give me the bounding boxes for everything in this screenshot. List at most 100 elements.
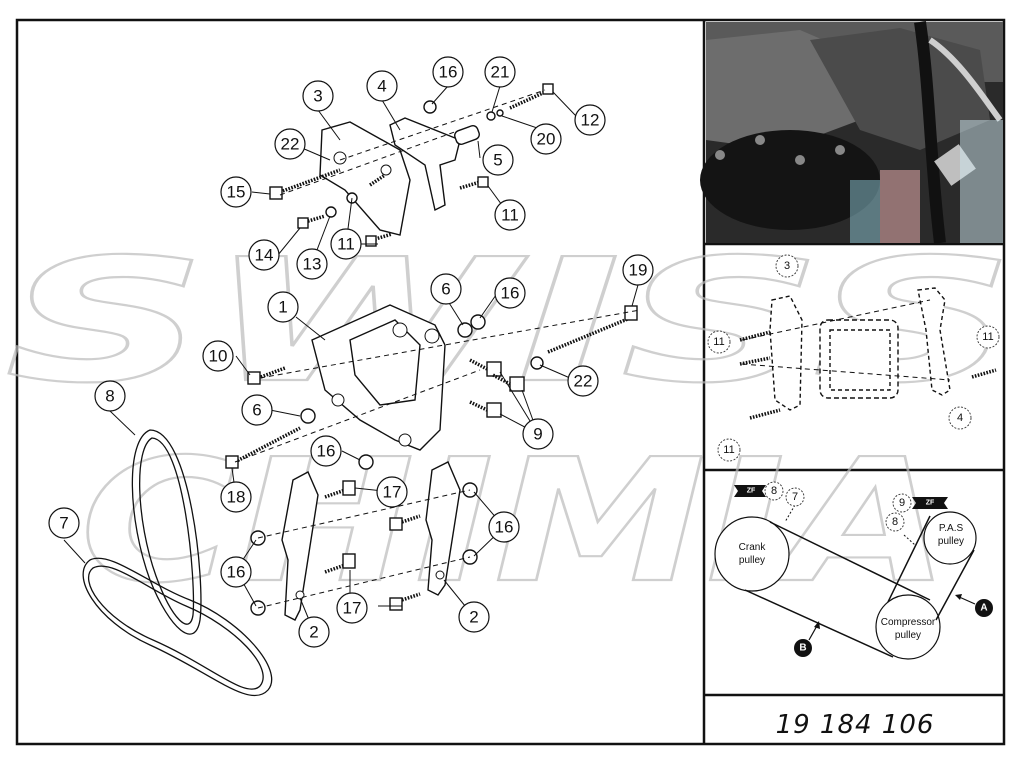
compressor-label-2: pulley bbox=[895, 630, 921, 641]
marker-b-text: B bbox=[799, 643, 806, 654]
callout-11-right-label: 11 bbox=[501, 206, 519, 225]
detail-callout-4-label: 4 bbox=[957, 412, 963, 424]
callout-16-mid[interactable]: 16 bbox=[494, 277, 526, 309]
callout-8-label: 8 bbox=[105, 387, 114, 406]
belt-callout-7-label: 7 bbox=[792, 491, 798, 503]
callout-18[interactable]: 18 bbox=[220, 481, 252, 513]
callout-3[interactable]: 3 bbox=[302, 80, 334, 112]
callout-6-bottom[interactable]: 6 bbox=[241, 394, 273, 426]
callout-6-top[interactable]: 6 bbox=[430, 273, 462, 305]
callout-22-mid-label: 22 bbox=[574, 372, 593, 391]
marker-a-text: A bbox=[980, 603, 987, 614]
crank-pulley bbox=[714, 516, 790, 592]
callout-8[interactable]: 8 bbox=[94, 380, 126, 412]
compressor-pulley bbox=[875, 594, 941, 660]
callout-5[interactable]: 5 bbox=[482, 144, 514, 176]
zf-tag-left bbox=[734, 485, 766, 497]
callout-7-label: 7 bbox=[59, 514, 68, 533]
pas-label-2: pulley bbox=[938, 536, 964, 547]
callout-17-bottom-label: 17 bbox=[343, 599, 362, 618]
pas-label-1: P.A.S bbox=[939, 523, 964, 534]
callout-12[interactable]: 12 bbox=[574, 104, 606, 136]
crank-label-1: Crank bbox=[739, 542, 767, 553]
callout-16-right[interactable]: 16 bbox=[488, 511, 520, 543]
callout-21[interactable]: 21 bbox=[484, 56, 516, 88]
belt-callout-8-right[interactable]: 8 bbox=[885, 512, 905, 532]
callout-12-label: 12 bbox=[581, 111, 600, 130]
callout-13[interactable]: 13 bbox=[296, 248, 328, 280]
detail-callout-11-b[interactable]: 11 bbox=[976, 325, 1000, 349]
callout-2-right[interactable]: 2 bbox=[458, 601, 490, 633]
detail-callout-3[interactable]: 3 bbox=[775, 254, 799, 278]
callout-6-top-label: 6 bbox=[441, 280, 450, 299]
callout-5-label: 5 bbox=[493, 151, 502, 170]
callout-16-top[interactable]: 16 bbox=[432, 56, 464, 88]
callout-14-label: 14 bbox=[255, 246, 274, 265]
callout-11-right[interactable]: 11 bbox=[494, 199, 526, 231]
marker-a bbox=[975, 599, 993, 617]
callout-1[interactable]: 1 bbox=[267, 291, 299, 323]
callout-11-left-label: 11 bbox=[337, 235, 355, 254]
callout-1-label: 1 bbox=[278, 298, 287, 317]
callout-22-mid[interactable]: 22 bbox=[567, 365, 599, 397]
callout-14[interactable]: 14 bbox=[248, 239, 280, 271]
belt-callout-9-label: 9 bbox=[899, 497, 905, 509]
callout-18-label: 18 bbox=[227, 488, 246, 507]
callout-19-label: 19 bbox=[629, 261, 648, 280]
callout-4[interactable]: 4 bbox=[366, 70, 398, 102]
callout-16-center-label: 16 bbox=[317, 442, 336, 461]
callout-10[interactable]: 10 bbox=[202, 340, 234, 372]
zf-tag-right-text: ZF bbox=[926, 500, 935, 507]
detail-callout-11-c[interactable]: 11 bbox=[717, 438, 741, 462]
callout-22-top[interactable]: 22 bbox=[274, 128, 306, 160]
detail-callout-11-a[interactable]: 11 bbox=[707, 330, 731, 354]
detail-callout-11-b-label: 11 bbox=[982, 331, 993, 343]
zf-tag-right bbox=[912, 497, 948, 509]
compressor-label-1: Compressor bbox=[881, 617, 936, 628]
detail-callout-4[interactable]: 4 bbox=[948, 406, 972, 430]
detail-callout-11-a-label: 11 bbox=[713, 336, 724, 348]
callout-9[interactable]: 9 bbox=[522, 418, 554, 450]
callout-20[interactable]: 20 bbox=[530, 123, 562, 155]
callout-7[interactable]: 7 bbox=[48, 507, 80, 539]
upper-bracket-assembly bbox=[269, 83, 554, 247]
callout-6-bottom-label: 6 bbox=[252, 401, 261, 420]
compressor-mount-detail bbox=[739, 287, 997, 420]
belt-callout-8-left-label: 8 bbox=[771, 485, 777, 497]
zf-tag-left-text: ZF bbox=[747, 488, 756, 495]
lower-bracket-assembly bbox=[250, 454, 478, 621]
detail-callout-3-label: 3 bbox=[784, 260, 790, 272]
detail-callout-11-c-label: 11 bbox=[723, 444, 734, 456]
main-bracket-assembly bbox=[225, 304, 641, 469]
callout-16-mid-label: 16 bbox=[501, 284, 520, 303]
belt-callout-7[interactable]: 7 bbox=[785, 487, 805, 507]
belt-callout-9[interactable]: 9 bbox=[892, 493, 912, 513]
callout-2-left[interactable]: 2 bbox=[298, 616, 330, 648]
engine-photo bbox=[700, 21, 1003, 244]
callout-11-left[interactable]: 11 bbox=[330, 228, 362, 260]
callout-15[interactable]: 15 bbox=[220, 176, 252, 208]
callout-16-left[interactable]: 16 bbox=[220, 556, 252, 588]
callout-9-label: 9 bbox=[533, 425, 542, 444]
part-number: 19 184 106 bbox=[776, 710, 935, 740]
callout-21-label: 21 bbox=[491, 63, 510, 82]
drive-belts bbox=[82, 429, 273, 697]
belt-routing-diagram: Crank pulley P.A.S pulley Compressor pul… bbox=[714, 485, 993, 660]
crank-label-2: pulley bbox=[739, 555, 765, 566]
callout-15-label: 15 bbox=[227, 183, 246, 202]
callout-16-center[interactable]: 16 bbox=[310, 435, 342, 467]
callout-17-bottom[interactable]: 17 bbox=[336, 592, 368, 624]
callout-13-label: 13 bbox=[303, 255, 322, 274]
callout-2-left-label: 2 bbox=[309, 623, 318, 642]
callout-16-left-label: 16 bbox=[227, 563, 246, 582]
callout-19[interactable]: 19 bbox=[622, 254, 654, 286]
callout-17-top[interactable]: 17 bbox=[376, 476, 408, 508]
pas-pulley bbox=[923, 511, 977, 565]
callout-20-label: 20 bbox=[537, 130, 556, 149]
belt-callout-8-right-label: 8 bbox=[892, 516, 898, 528]
callout-16-right-label: 16 bbox=[495, 518, 514, 537]
belt-callout-8-left[interactable]: 8 bbox=[764, 481, 784, 501]
callout-3-label: 3 bbox=[313, 87, 322, 106]
callout-4-label: 4 bbox=[377, 77, 386, 96]
